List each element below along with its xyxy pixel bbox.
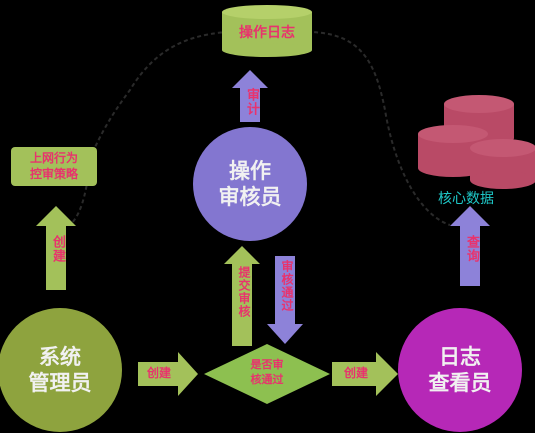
create-right-arrow (138, 352, 198, 396)
sysadmin-label-line2: 管理员 (28, 371, 92, 395)
decision-label-line2: 核通过 (250, 373, 284, 386)
log-viewer-label-line1: 日志 (439, 345, 481, 369)
sysadmin-label-line1: 系统 (39, 345, 81, 369)
create-up-arrow-label: 创建 (50, 235, 65, 263)
approved-arrow (267, 256, 303, 344)
create-right-arrow-2 (332, 352, 398, 396)
query-arrow-label: 查询 (464, 235, 479, 263)
create-up-arrow (36, 206, 76, 290)
sysadmin-circle (0, 308, 122, 432)
policy-label-line1: 上网行为 (29, 151, 78, 165)
connector-line-left (85, 31, 226, 166)
log-storage-cylinder (222, 5, 312, 57)
log-storage-label: 操作日志 (239, 25, 295, 41)
auditor-circle (193, 127, 307, 241)
auditor-label-line2: 审核员 (218, 185, 282, 209)
create-right-arrow-label: 创建 (146, 366, 171, 380)
log-viewer-label: 日志 查看员 (400, 344, 520, 396)
submit-arrow-label: 提交审核 (237, 266, 251, 318)
auditor-label: 操作 审核员 (193, 158, 307, 210)
approved-arrow-label: 审核通过 (280, 260, 294, 312)
audit-arrow (232, 70, 268, 122)
policy-label-line2: 控审策略 (29, 167, 78, 181)
decision-label-line1: 是否审 (250, 358, 284, 371)
policy-label: 上网行为 控审策略 (11, 150, 97, 182)
decision-label: 是否审 核通过 (227, 357, 307, 387)
log-viewer-label-line2: 查看员 (428, 371, 492, 395)
create-right-arrow-2-label: 创建 (343, 366, 368, 380)
connector-line-right (299, 30, 451, 226)
sysadmin-label: 系统 管理员 (0, 344, 120, 396)
log-viewer-circle (398, 308, 522, 432)
query-arrow (450, 206, 490, 286)
audit-arrow-label: 审计 (244, 88, 259, 116)
core-data-label: 核心数据 (438, 191, 494, 207)
auditor-label-line1: 操作 (229, 159, 271, 183)
core-data-cylinders (418, 95, 535, 189)
decision-diamond (204, 344, 330, 404)
submit-arrow (224, 246, 260, 346)
policy-box (11, 147, 97, 186)
